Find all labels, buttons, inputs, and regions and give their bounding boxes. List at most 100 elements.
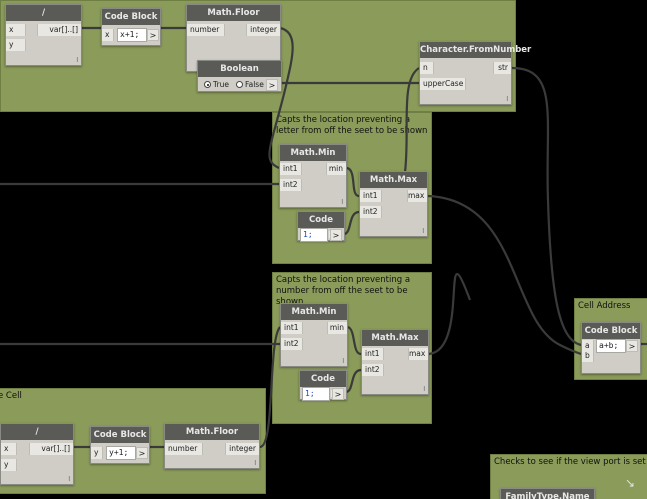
- resize-icon[interactable]: ↘: [625, 476, 636, 490]
- input-port-n[interactable]: n: [420, 62, 434, 74]
- lacing-indicator: l: [341, 199, 343, 206]
- code-block-node-top[interactable]: Code Block x x+1; >: [101, 8, 161, 46]
- math-min-node-2[interactable]: Math.Min int1 int2 min l: [280, 303, 348, 367]
- output-port[interactable]: >: [332, 388, 344, 400]
- output-port-integer[interactable]: integer: [225, 443, 259, 455]
- node-title: Math.Floor: [187, 5, 280, 21]
- output-port-max[interactable]: max: [408, 348, 428, 360]
- wire-max1-to-ab: [427, 194, 582, 356]
- node-title: Code Block: [582, 323, 640, 339]
- output-port-min[interactable]: min: [327, 322, 347, 334]
- output-port[interactable]: >: [266, 79, 278, 91]
- math-max-node-2[interactable]: Math.Max int1 int2 max l: [361, 329, 429, 395]
- input-port-int1[interactable]: int1: [362, 348, 384, 360]
- node-title: Math.Min: [281, 304, 347, 320]
- output-port[interactable]: >: [330, 229, 342, 241]
- code-block-node-2[interactable]: Code Block 1; >: [299, 370, 347, 401]
- input-port-int1[interactable]: int1: [360, 190, 382, 202]
- lacing-indicator: l: [506, 96, 508, 103]
- output-port[interactable]: >: [136, 447, 148, 459]
- group-letter-title: Capts the location preventing a letter f…: [276, 115, 428, 136]
- radio-true-icon: [204, 81, 211, 88]
- wire-floor-bottom-to-min2: [259, 326, 281, 449]
- wire-char-to-ab: [511, 66, 582, 347]
- node-title: Code Block: [91, 427, 149, 443]
- input-port-x[interactable]: x: [1, 443, 17, 455]
- lacing-indicator: l: [76, 57, 78, 64]
- input-port-y[interactable]: y: [91, 447, 103, 459]
- node-title: Math.Min: [280, 145, 346, 161]
- math-max-node-1[interactable]: Math.Max int1 int2 max l: [359, 171, 428, 237]
- output-port-var[interactable]: var[]..[]: [37, 24, 81, 36]
- radio-false[interactable]: False: [236, 79, 264, 91]
- node-title: Code Block: [298, 212, 344, 241]
- divide-node-top[interactable]: / x y var[]..[] l: [5, 4, 82, 66]
- wire-cb2-to-max2: [345, 368, 362, 394]
- output-port-min[interactable]: min: [326, 163, 346, 175]
- code-block-node-ab[interactable]: Code Block a b a+b; >: [581, 322, 641, 374]
- group-cell-address-title: Cell Address: [578, 301, 631, 311]
- lacing-indicator: l: [422, 228, 424, 235]
- node-title: /: [1, 424, 73, 440]
- output-port-integer[interactable]: integer: [246, 24, 280, 36]
- input-port-uppercase[interactable]: upperCase: [420, 78, 466, 90]
- input-port-int1[interactable]: int1: [280, 163, 302, 175]
- code-text[interactable]: x+1;: [117, 28, 147, 42]
- radio-true[interactable]: True: [204, 79, 229, 91]
- input-port-int2[interactable]: int2: [280, 179, 302, 191]
- group-left-cell-title: e Cell: [0, 391, 22, 401]
- code-text[interactable]: y+1;: [106, 446, 136, 460]
- wire-min2-to-max2: [347, 325, 362, 356]
- wire-floor-to-min1: [268, 26, 294, 169]
- input-port-x[interactable]: x: [102, 29, 114, 41]
- code-text[interactable]: 1;: [302, 387, 330, 401]
- node-title: Code Block: [300, 371, 346, 400]
- output-port-max[interactable]: max: [407, 190, 427, 202]
- output-port[interactable]: >: [626, 340, 638, 352]
- code-text[interactable]: 1;: [300, 228, 328, 242]
- input-port-y[interactable]: y: [6, 39, 26, 51]
- node-title: Math.Max: [362, 330, 428, 346]
- node-title: Math.Max: [360, 172, 427, 188]
- input-port-a[interactable]: a: [582, 340, 594, 352]
- math-floor-node-bottom[interactable]: Math.Floor number integer l: [164, 423, 260, 469]
- input-port-int2[interactable]: int2: [360, 206, 382, 218]
- family-type-name-node[interactable]: FamilyType.Name: [500, 488, 595, 499]
- lacing-indicator: l: [342, 358, 344, 365]
- boolean-node[interactable]: Boolean True False >: [197, 60, 282, 92]
- node-title: Math.Floor: [165, 424, 259, 440]
- math-min-node-1[interactable]: Math.Min int1 int2 min l: [279, 144, 347, 208]
- lacing-indicator: l: [68, 476, 70, 483]
- radio-false-label: False: [245, 80, 264, 89]
- input-port-number[interactable]: number: [187, 24, 225, 36]
- input-port-int2[interactable]: int2: [281, 338, 303, 350]
- output-port[interactable]: >: [147, 29, 159, 41]
- input-port-x[interactable]: x: [6, 24, 26, 36]
- wire-max2-to-ab: [428, 272, 472, 356]
- output-port-var[interactable]: var[]..[]: [29, 443, 73, 455]
- node-title: Boolean: [198, 61, 281, 77]
- input-port-y[interactable]: y: [1, 459, 17, 471]
- code-block-node-bottom[interactable]: Code Block y y+1; >: [90, 426, 150, 464]
- output-port-str[interactable]: str: [493, 62, 511, 74]
- radio-true-label: True: [213, 80, 229, 89]
- divide-node-bottom[interactable]: / x y var[]..[] l: [0, 423, 74, 485]
- input-port-int2[interactable]: int2: [362, 364, 384, 376]
- group-viewport-title: Checks to see if the view port is set to…: [494, 457, 647, 467]
- input-port-number[interactable]: number: [165, 443, 203, 455]
- wire-cb1-to-max1: [343, 210, 360, 236]
- group-number-title: Capts the location preventing a number f…: [276, 275, 411, 307]
- code-block-node-1[interactable]: Code Block 1; >: [297, 211, 345, 242]
- wire-max1-to-char: [403, 67, 420, 173]
- code-text[interactable]: a+b;: [596, 339, 626, 353]
- input-port-b[interactable]: b: [582, 350, 594, 362]
- character-from-number-node[interactable]: Character.FromNumber n upperCase str l: [419, 41, 531, 105]
- radio-false-icon: [236, 81, 243, 88]
- lacing-indicator: l: [254, 460, 256, 467]
- lacing-indicator: l: [423, 386, 425, 393]
- node-title: Code Block: [102, 9, 160, 25]
- node-title: FamilyType.Name: [501, 489, 594, 499]
- input-port-int1[interactable]: int1: [281, 322, 303, 334]
